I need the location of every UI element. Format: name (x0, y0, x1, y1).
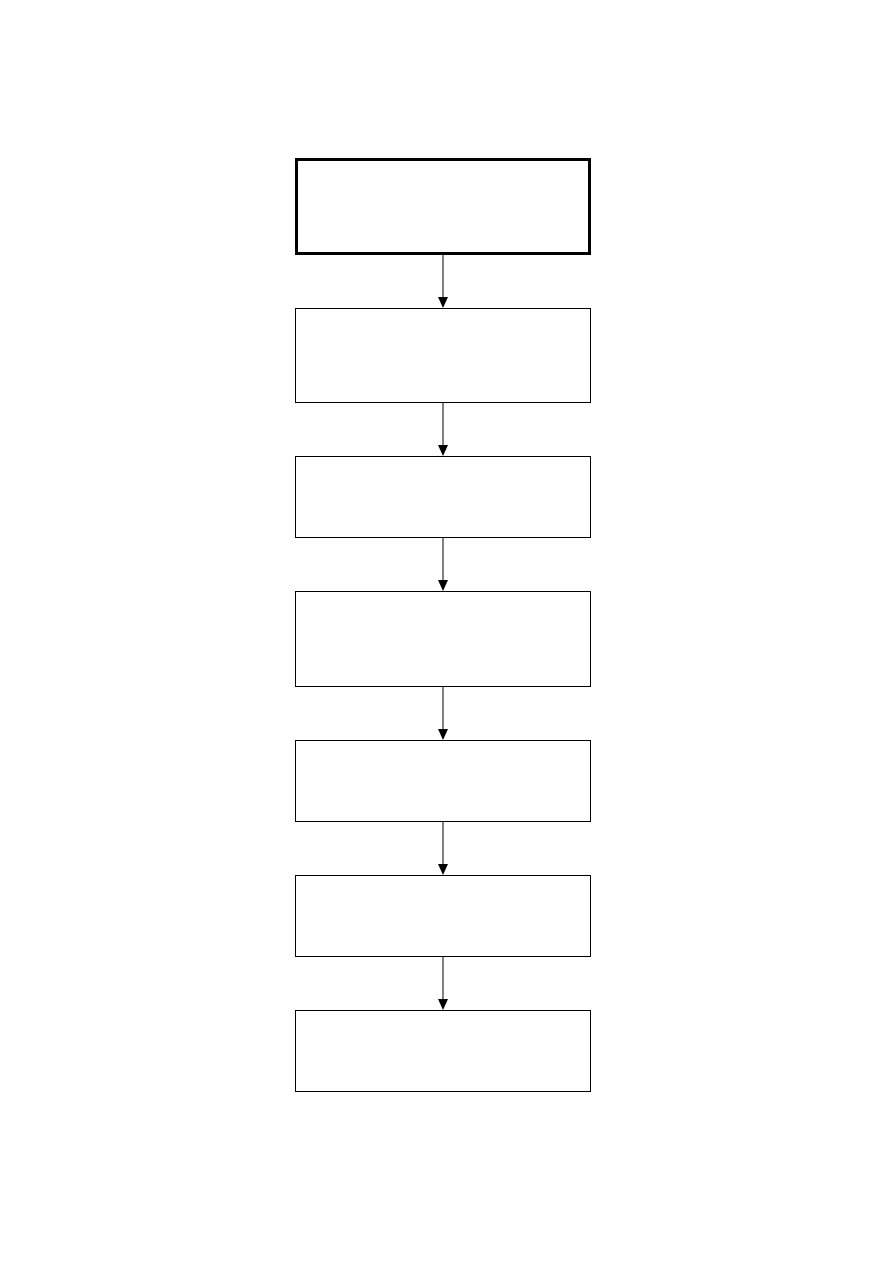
arrow-step1-to-step2 (438, 255, 448, 308)
arrow-step3-to-step4 (438, 538, 448, 591)
flowchart-step-2 (295, 308, 591, 403)
flowchart-step-5 (295, 740, 591, 822)
arrow-step4-to-step5 (438, 687, 448, 740)
flowchart-step-6 (295, 875, 591, 957)
flowchart-step-4 (295, 591, 591, 687)
arrow-step6-to-step7 (438, 957, 448, 1010)
arrow-step5-to-step6 (438, 822, 448, 875)
flowchart-step-1 (295, 158, 591, 255)
flowchart-step-3 (295, 456, 591, 538)
flowchart-step-7 (295, 1010, 591, 1092)
arrow-step2-to-step3 (438, 403, 448, 456)
